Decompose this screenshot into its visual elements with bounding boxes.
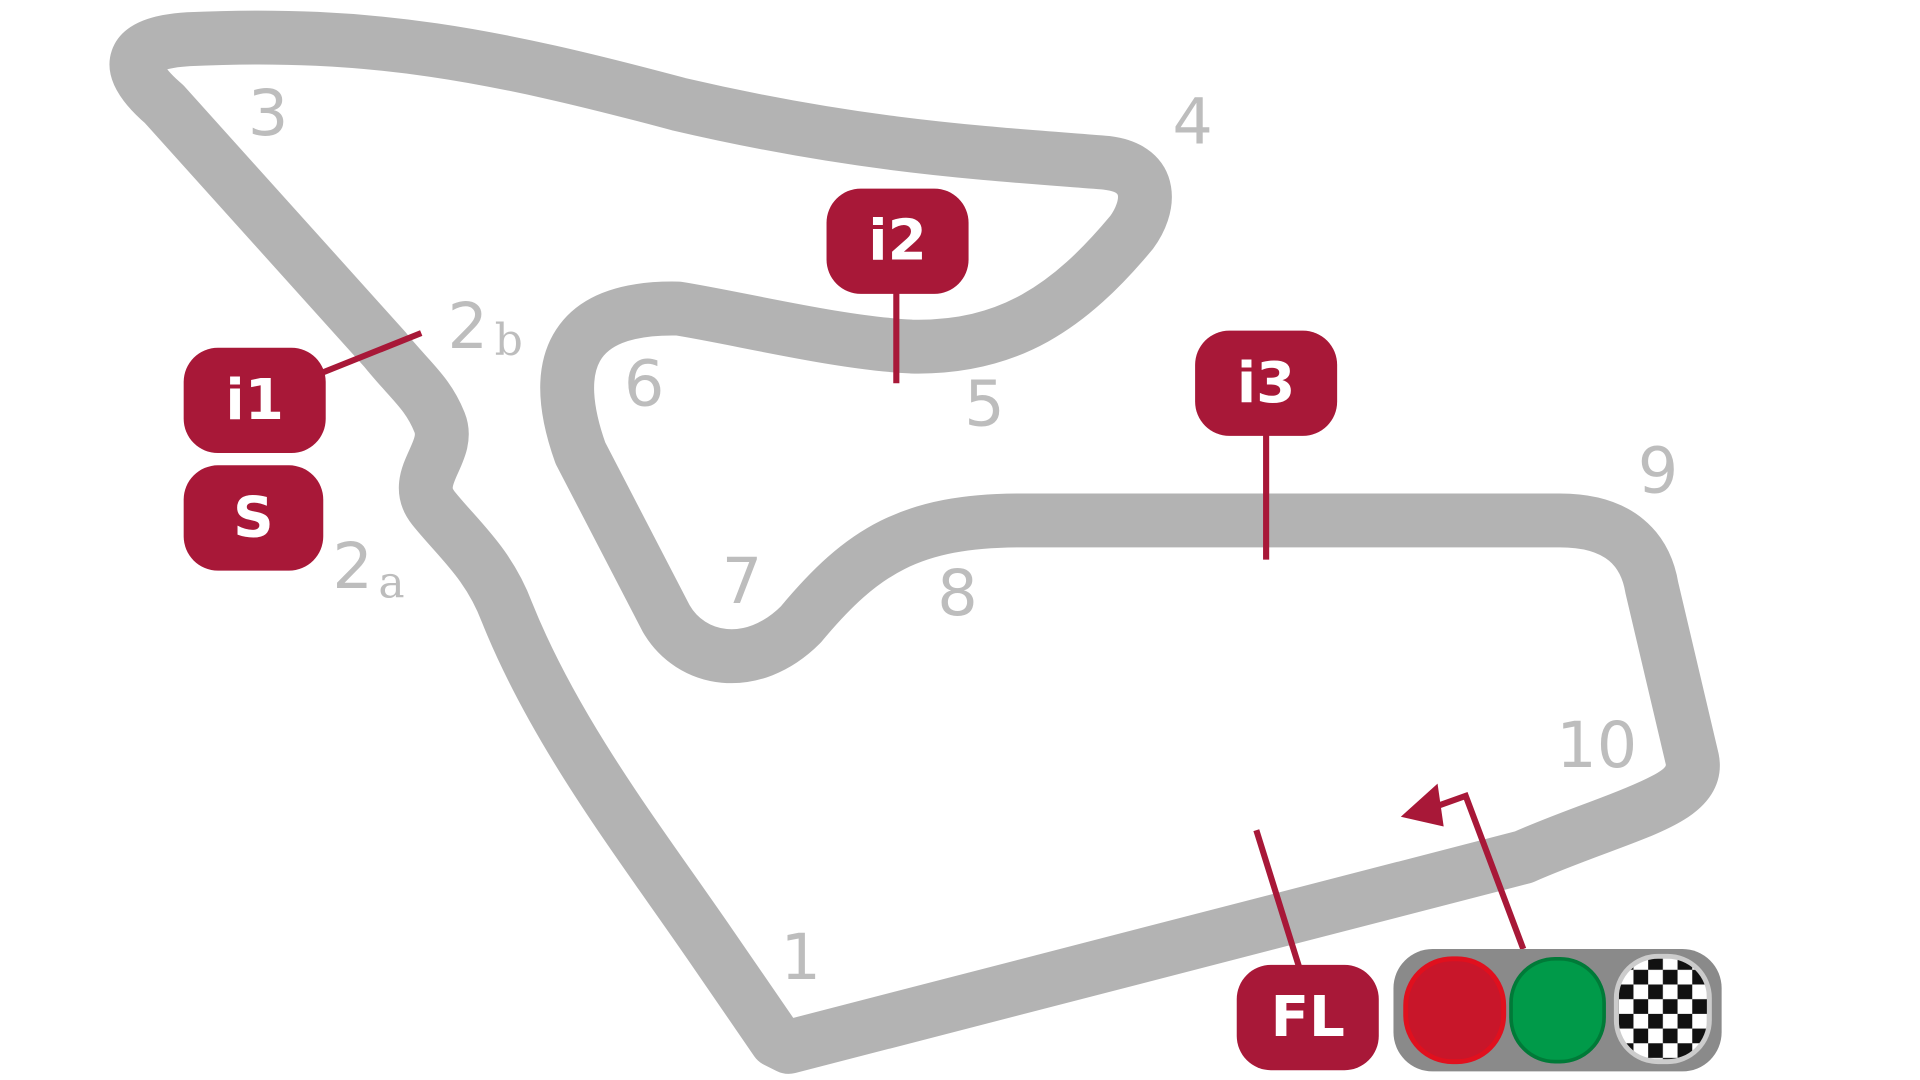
corner-4: 4 [1172, 86, 1213, 160]
corner-8: 8 [937, 557, 978, 631]
track [109, 10, 1720, 1074]
direction-arrow [1430, 792, 1527, 951]
direction-arrowhead-icon [1400, 783, 1444, 827]
marker-i2: i2 [826, 188, 969, 294]
svg-text:i2: i2 [868, 209, 927, 274]
marker-start: S [183, 465, 324, 571]
lights-panel [1393, 948, 1722, 1072]
svg-text:i1: i1 [225, 368, 284, 433]
marker-i1: i1 [183, 347, 326, 454]
svg-text:FL: FL [1271, 985, 1345, 1050]
corner-6: 6 [624, 348, 665, 422]
corner-labels: 3 4 6 5 9 7 8 10 1 2 b 2 a [248, 77, 1678, 995]
corner-2b-suffix: b [495, 315, 523, 366]
red-light-icon [1403, 956, 1507, 1065]
marker-lines [297, 281, 1527, 969]
svg-text:i3: i3 [1237, 351, 1296, 416]
marker-finish-line: FL [1236, 964, 1379, 1071]
corner-2a-suffix: a [378, 558, 404, 609]
green-light-icon [1509, 956, 1606, 1064]
svg-text:S: S [233, 485, 274, 550]
corner-7: 7 [722, 545, 763, 619]
corner-2a: 2 [332, 530, 373, 604]
marker-i3: i3 [1195, 330, 1338, 436]
corner-5: 5 [964, 367, 1005, 441]
corner-1: 1 [781, 921, 822, 995]
corner-9: 9 [1638, 435, 1679, 509]
corner-10: 10 [1556, 709, 1637, 783]
corner-2b: 2 [447, 290, 488, 364]
corner-3: 3 [248, 77, 289, 151]
checkered-flag-icon [1613, 953, 1712, 1065]
